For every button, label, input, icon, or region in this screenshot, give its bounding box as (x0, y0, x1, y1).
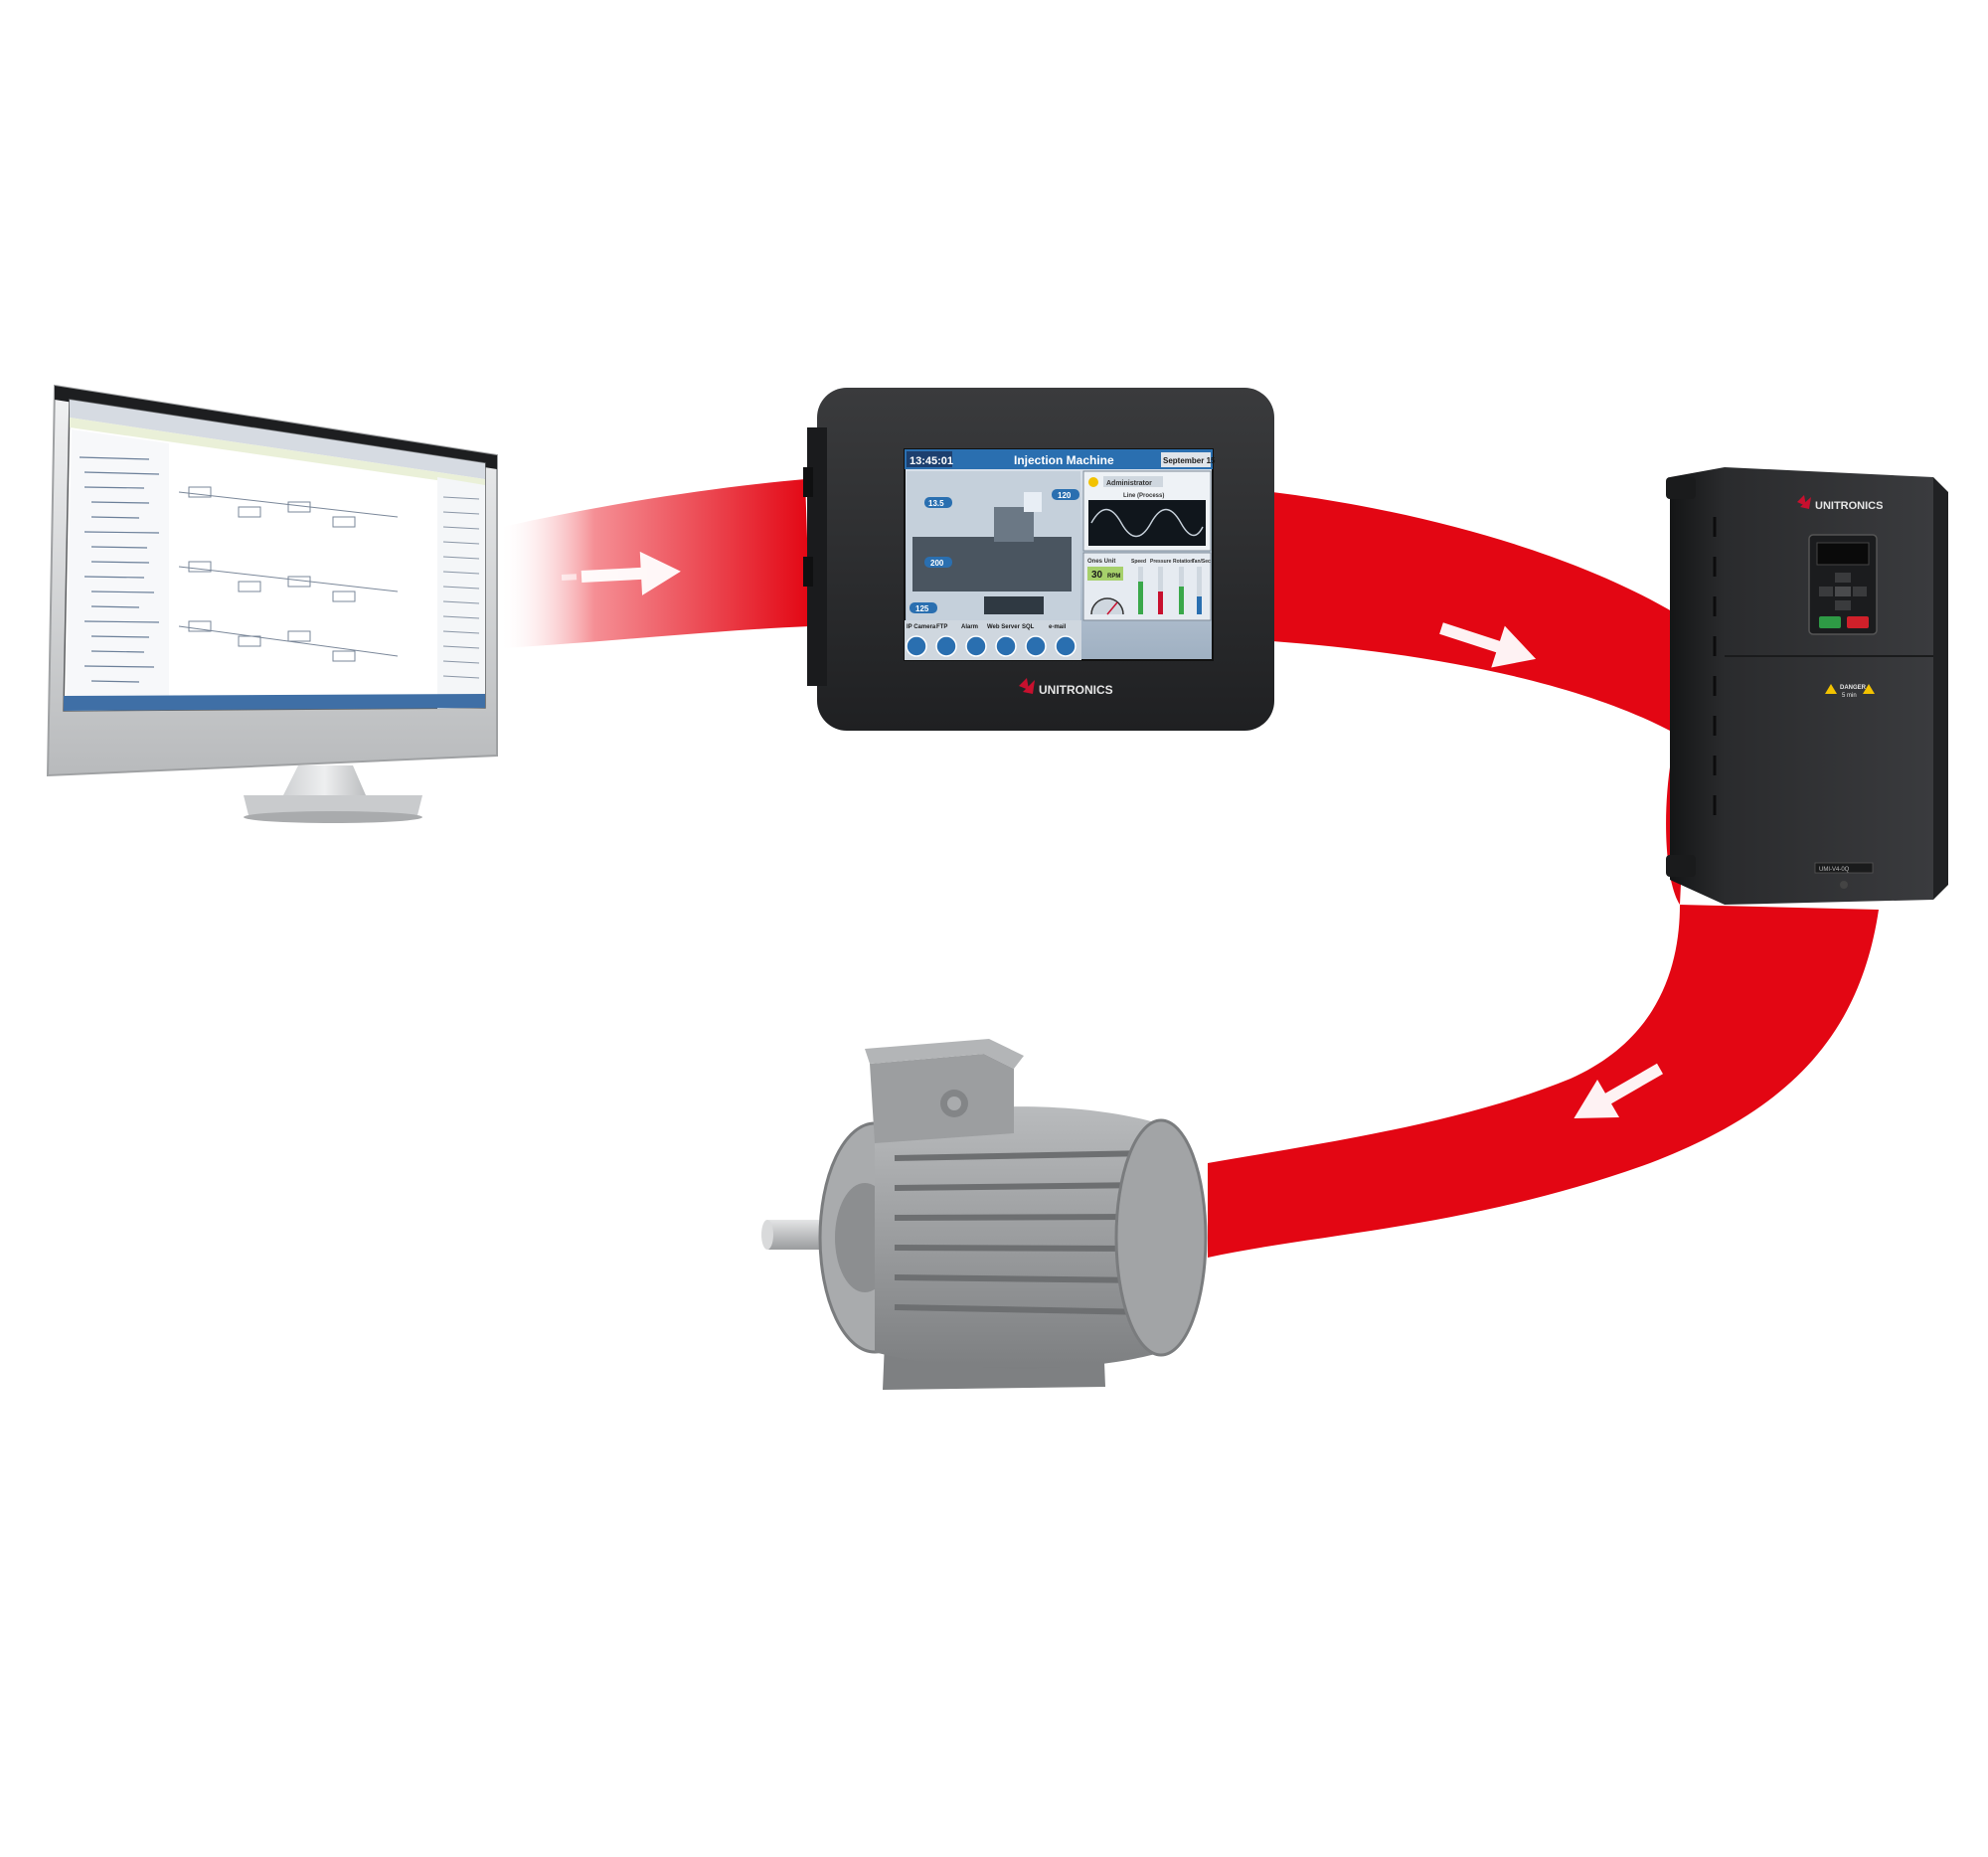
hmi-date: September 15 (1163, 456, 1216, 465)
hmi-time: 13:45:01 (910, 455, 953, 467)
flow-band-hmi-to-vfd (1272, 492, 1710, 756)
vfd-warning-title: DANGER (1840, 685, 1867, 691)
hmi-nav-ip-camera[interactable]: IP Camera (907, 624, 936, 630)
vfd-key-left[interactable] (1819, 587, 1833, 596)
hmi-nav-web-server[interactable]: Web Server (987, 624, 1021, 630)
electric-motor (761, 1039, 1208, 1390)
hmi-bars-label-1: Speed (1131, 559, 1146, 565)
monitor-stand (283, 765, 366, 795)
hmi-chart-label: Line (Process) (1123, 493, 1164, 499)
vfd-model: UMI-V4-0Q (1819, 867, 1850, 873)
vfd-key-enter[interactable] (1835, 587, 1851, 596)
hmi-bars-label-2: Pressure (1150, 559, 1172, 565)
hmi-counter-value: 30 (1091, 570, 1103, 581)
vfd-key-stop[interactable] (1847, 616, 1869, 628)
vfd-drive: UNITRONICS DANGER 5 min UMI-V4-0Q (1666, 467, 1948, 905)
hmi-user: Administrator (1106, 480, 1152, 487)
hmi-bars-label-4: Tan/Sec (1192, 559, 1211, 565)
hmi-value-3: 200 (930, 559, 944, 568)
vfd-front (1725, 467, 1933, 905)
hmi-gauge (1090, 597, 1124, 615)
hmi-nav: IP Camera FTP Alarm Web Server SQL e-mai… (906, 624, 1077, 657)
hmi-title: Injection Machine (1014, 453, 1114, 467)
hmi-value-1: 13.5 (928, 499, 944, 508)
vfd-key-down[interactable] (1835, 600, 1851, 610)
hmi-counter-label: Ones Unit (1087, 559, 1115, 565)
hmi-value-2: 120 (1058, 491, 1072, 500)
hmi-brand: UNITRONICS (1039, 683, 1113, 697)
hmi-value-tags: 13.5 120 200 125 (910, 489, 1079, 613)
arrow-left-down-icon (1574, 1063, 1663, 1118)
vfd-side (1670, 467, 1725, 905)
hmi-bars-label-3: Rotation (1173, 559, 1193, 565)
computer-monitor (46, 384, 498, 823)
motor-cooling-fins (894, 1150, 1154, 1315)
hmi-nav-ftp[interactable]: FTP (936, 624, 947, 630)
camera-icon[interactable] (906, 635, 927, 657)
vfd-display (1816, 542, 1870, 566)
unitronics-logo-icon (1019, 678, 1035, 694)
unitronics-logo-icon (1797, 495, 1811, 509)
database-icon[interactable] (1025, 635, 1047, 657)
vfd-warning-sub: 5 min (1842, 693, 1857, 699)
hmi-nav-sql[interactable]: SQL (1022, 624, 1035, 630)
arrow-right-icon (561, 551, 681, 595)
mail-icon[interactable] (1055, 635, 1077, 657)
flow-band-vfd-to-motor (1208, 696, 1879, 1258)
vfd-brand: UNITRONICS (1815, 500, 1883, 512)
flow-arrows (561, 551, 1663, 1118)
hmi-nav-alarm[interactable]: Alarm (961, 624, 978, 630)
hmi-nav-email[interactable]: e-mail (1049, 624, 1067, 630)
hmi-trend-line (1090, 508, 1204, 538)
hmi-value-4: 125 (915, 604, 929, 613)
vfd-key-up[interactable] (1835, 573, 1851, 583)
globe-icon[interactable] (995, 635, 1017, 657)
vfd-key-run[interactable] (1819, 616, 1841, 628)
warning-icon (1825, 684, 1875, 694)
hmi-panel: 13:45:01 Injection Machine September 15 … (803, 388, 1274, 731)
arrow-right-icon (1439, 622, 1537, 668)
motor-body (875, 1106, 1163, 1369)
bell-icon[interactable] (965, 635, 987, 657)
vfd-key-right[interactable] (1853, 587, 1867, 596)
hmi-counter-unit: RPM (1107, 574, 1120, 580)
folder-icon[interactable] (935, 635, 957, 657)
